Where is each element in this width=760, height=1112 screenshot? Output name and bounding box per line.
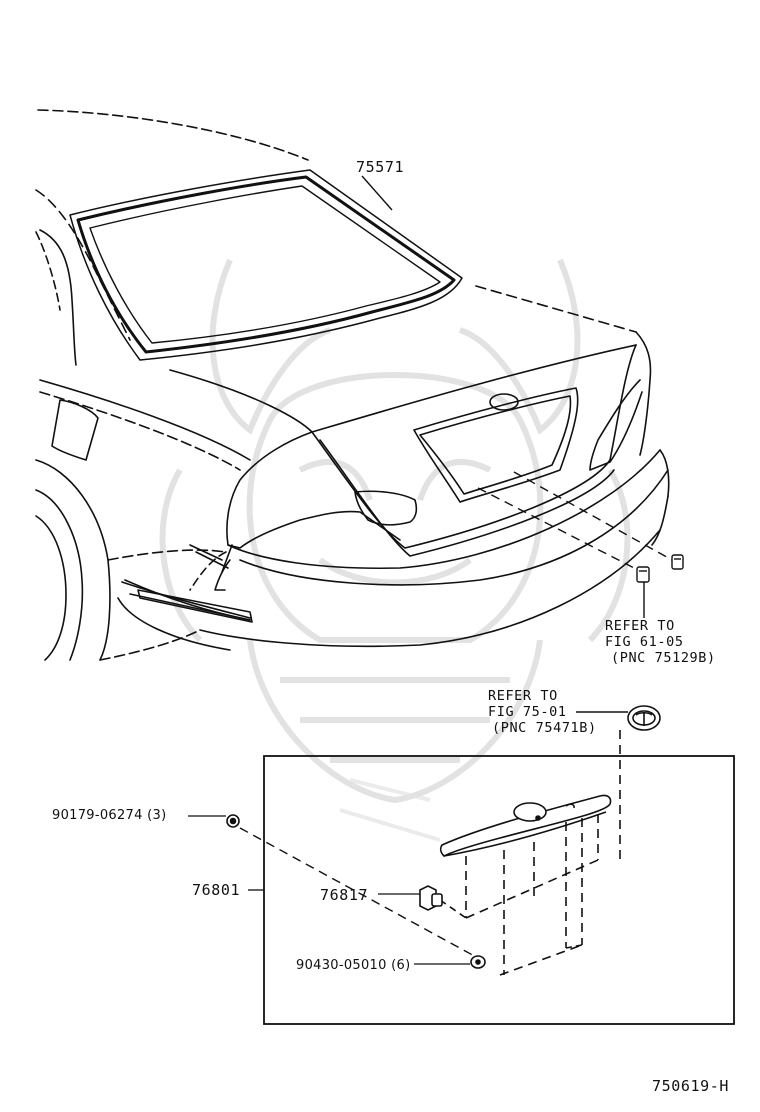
- right-tail-lamp: [589, 379, 643, 471]
- part-number-weatherstrip: 75571: [356, 158, 405, 176]
- emblem-ref-line2: FIG 75-01: [488, 704, 567, 720]
- figure-code: 750619-H: [652, 1077, 730, 1095]
- emblem-part: [576, 705, 661, 862]
- part-number-nut: 90179-06274 (3): [52, 808, 167, 823]
- lamp-ref-line2: FIG 61-05: [605, 634, 684, 650]
- clip-icon: [671, 554, 684, 570]
- rear-window-weatherstrip: [76, 175, 456, 354]
- clip-icon: [636, 566, 650, 583]
- lamp-clips: [636, 554, 684, 583]
- lamp-ref-line3: (PNC 75129B): [611, 650, 716, 666]
- trunk-lid: [169, 344, 637, 433]
- leader-lines-car: [361, 175, 673, 618]
- roof-line: [37, 109, 309, 161]
- lamp-ref-line1: REFER TO: [605, 618, 675, 634]
- watermark-detail: [339, 778, 441, 842]
- fuel-door: [51, 399, 99, 461]
- part-number-clip: 90430-05010 (6): [296, 958, 411, 973]
- trunk-emblem: [489, 393, 519, 411]
- wheel-arch: [35, 459, 111, 661]
- rear-bumper: [227, 449, 661, 570]
- emblem-ref-line1: REFER TO: [488, 688, 558, 704]
- garnish-panel: [439, 794, 612, 976]
- license-recess: [413, 387, 579, 503]
- part-number-garnish-sub: 76817: [320, 886, 369, 904]
- fasteners: [188, 814, 486, 969]
- rear-glass-opening: [69, 169, 463, 361]
- part-number-garnish-assembly: 76801: [192, 881, 241, 899]
- car-body: [35, 109, 670, 661]
- emblem-ref-line3: (PNC 75471B): [492, 720, 597, 736]
